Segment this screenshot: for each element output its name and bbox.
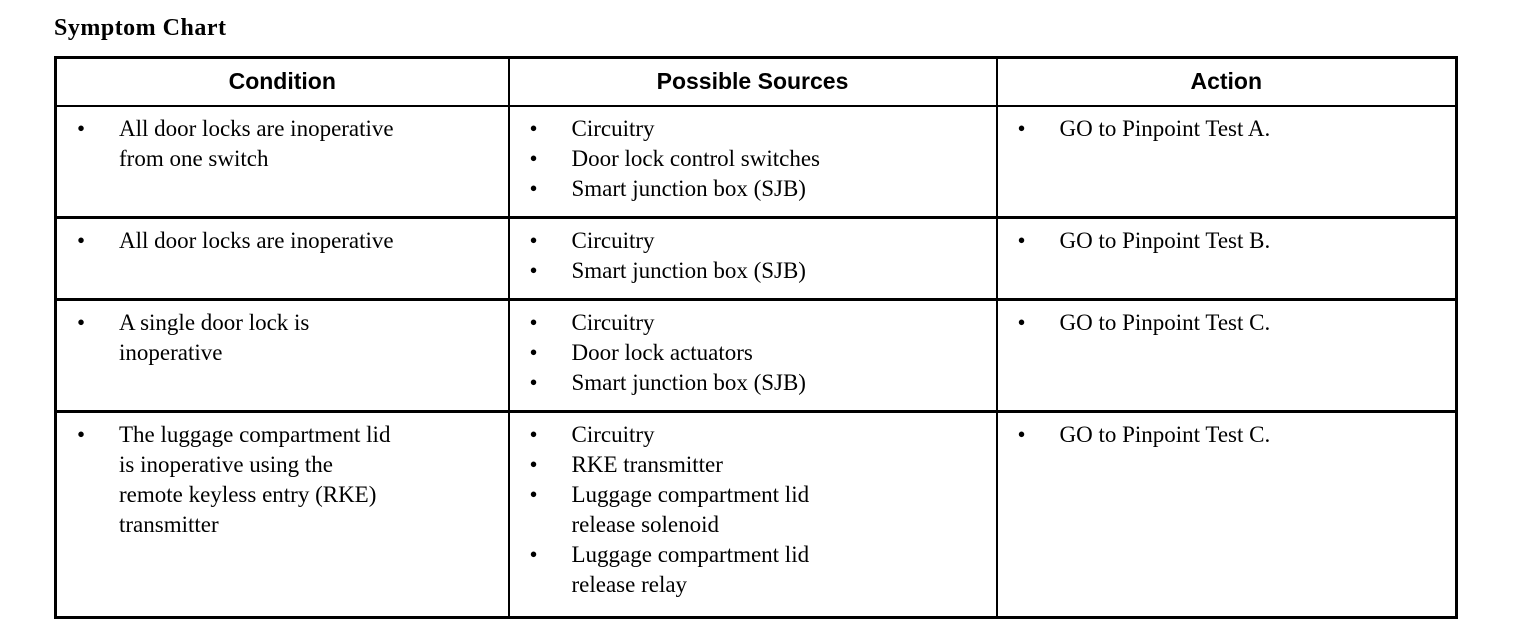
cell-action: • GO to Pinpoint Test A. [996,106,1457,219]
table-header: Condition Possible Sources Action [55,57,1457,107]
cell-possible-sources: • Circuitry • Smart junction box (SJB) [508,217,998,301]
bullet-list: • Circuitry • Door lock control switches • Sm… [516,114,990,204]
bullet-point-icon: • [529,542,538,567]
bullet-point-icon: • [529,310,538,335]
list-item: • The luggage compartment lid is inoperat… [63,420,502,540]
list-item-label: Circuitry [571,422,655,447]
cell-action: • GO to Pinpoint Test C. [996,299,1457,413]
list-item: • GO to Pinpoint Test A. [1004,114,1450,144]
bullet-list: • Circuitry • Smart junction box (SJB) [516,226,990,286]
list-item-label: The luggage compartment lid is inoperati… [119,422,391,537]
bullet-point-icon: • [529,116,538,141]
bullet-point-icon: • [529,370,538,395]
bullet-point-icon: • [77,422,86,447]
list-item-label: Smart junction box (SJB) [571,370,806,395]
cell-condition: • All door locks are inoperative [55,217,510,301]
cell-action: • GO to Pinpoint Test B. [996,217,1457,301]
column-header-possible-sources: Possible Sources [508,57,998,107]
bullet-list: • GO to Pinpoint Test C. [1004,420,1450,450]
page-title: Symptom Chart [54,15,227,41]
cell-condition: • A single door lock is inoperative [55,299,510,413]
list-item: • Smart junction box (SJB) [516,368,990,398]
bullet-point-icon: • [529,146,538,171]
list-item-label: All door locks are inoperative from one … [119,116,394,171]
bullet-point-icon: • [529,228,538,253]
list-item-label: GO to Pinpoint Test B. [1059,228,1271,253]
symptom-chart-table: Condition Possible Sources Action • All d… [54,56,1458,619]
list-item: • Circuitry [516,308,990,338]
list-item-label: Smart junction box (SJB) [571,258,806,283]
list-item-label: Circuitry [571,228,655,253]
list-item: • Smart junction box (SJB) [516,256,990,286]
bullet-point-icon: • [529,452,538,477]
bullet-list: • GO to Pinpoint Test C. [1004,308,1450,338]
list-item-label: Smart junction box (SJB) [571,176,806,201]
list-item-label: Circuitry [571,116,655,141]
cell-condition: • The luggage compartment lid is inoperat… [55,411,510,618]
bullet-point-icon: • [529,482,538,507]
list-item: • A single door lock is inoperative [63,308,502,368]
bullet-list: • GO to Pinpoint Test B. [1004,226,1450,256]
list-item-label: Door lock control switches [571,146,820,171]
list-item: • All door locks are inoperative from one… [63,114,502,174]
list-item-label: Luggage compartment lid release relay [571,542,810,597]
bullet-point-icon: • [77,116,86,141]
bullet-point-icon: • [1017,422,1026,447]
table-row: • All door locks are inoperative • Circuitr… [55,217,1457,301]
bullet-list: • All door locks are inoperative from one… [63,114,502,174]
list-item-label: GO to Pinpoint Test A. [1059,116,1271,141]
bullet-point-icon: • [77,228,86,253]
column-header-condition: Condition [55,57,510,107]
bullet-list: • Circuitry • Door lock actuators • Smart jun… [516,308,990,398]
list-item-label: All door locks are inoperative [119,228,394,253]
symptom-chart-table-container: Condition Possible Sources Action • All d… [54,56,1458,619]
bullet-list: • Circuitry • RKE transmitter • Luggage compa… [516,420,990,600]
bullet-list: • GO to Pinpoint Test A. [1004,114,1450,144]
cell-possible-sources: • Circuitry • Door lock control switches • Sm… [508,106,998,219]
list-item: • Luggage compartment lid release solenoi… [516,480,990,540]
list-item: • Circuitry [516,226,990,256]
list-item: • All door locks are inoperative [63,226,502,256]
bullet-list: • The luggage compartment lid is inoperat… [63,420,502,540]
column-header-action: Action [996,57,1457,107]
list-item: • GO to Pinpoint Test C. [1004,308,1450,338]
list-item-label: Door lock actuators [571,340,753,365]
bullet-point-icon: • [529,340,538,365]
cell-possible-sources: • Circuitry • RKE transmitter • Luggage compa… [508,411,998,618]
list-item: • Luggage compartment lid release relay [516,540,990,600]
list-item-label: GO to Pinpoint Test C. [1059,422,1271,447]
list-item: • Circuitry [516,114,990,144]
table-header-row: Condition Possible Sources Action [55,57,1457,107]
list-item: • Smart junction box (SJB) [516,174,990,204]
list-item-label: RKE transmitter [571,452,723,477]
bullet-point-icon: • [529,258,538,283]
bullet-point-icon: • [77,310,86,335]
cell-condition: • All door locks are inoperative from one… [55,106,510,219]
list-item: • Door lock control switches [516,144,990,174]
bullet-list: • A single door lock is inoperative [63,308,502,368]
bullet-point-icon: • [529,176,538,201]
bullet-point-icon: • [1017,228,1026,253]
list-item-label: Luggage compartment lid release solenoid [571,482,810,537]
table-row: • A single door lock is inoperative • Circu… [55,299,1457,413]
cell-possible-sources: • Circuitry • Door lock actuators • Smart jun… [508,299,998,413]
bullet-point-icon: • [529,422,538,447]
table-row: • All door locks are inoperative from one… [55,106,1457,219]
table-body: • All door locks are inoperative from one… [55,106,1457,618]
list-item-label: A single door lock is inoperative [119,310,310,365]
list-item-label: Circuitry [571,310,655,335]
cell-action: • GO to Pinpoint Test C. [997,412,1457,618]
bullet-list: • All door locks are inoperative [63,226,502,256]
list-item-label: GO to Pinpoint Test C. [1059,310,1271,335]
list-item: • GO to Pinpoint Test C. [1004,420,1450,450]
table-row: • The luggage compartment lid is inoperat… [55,411,1457,618]
list-item: • RKE transmitter [516,450,990,480]
bullet-point-icon: • [1017,116,1026,141]
list-item: • Door lock actuators [516,338,990,368]
list-item: • GO to Pinpoint Test B. [1004,226,1450,256]
list-item: • Circuitry [516,420,990,450]
bullet-point-icon: • [1017,310,1026,335]
